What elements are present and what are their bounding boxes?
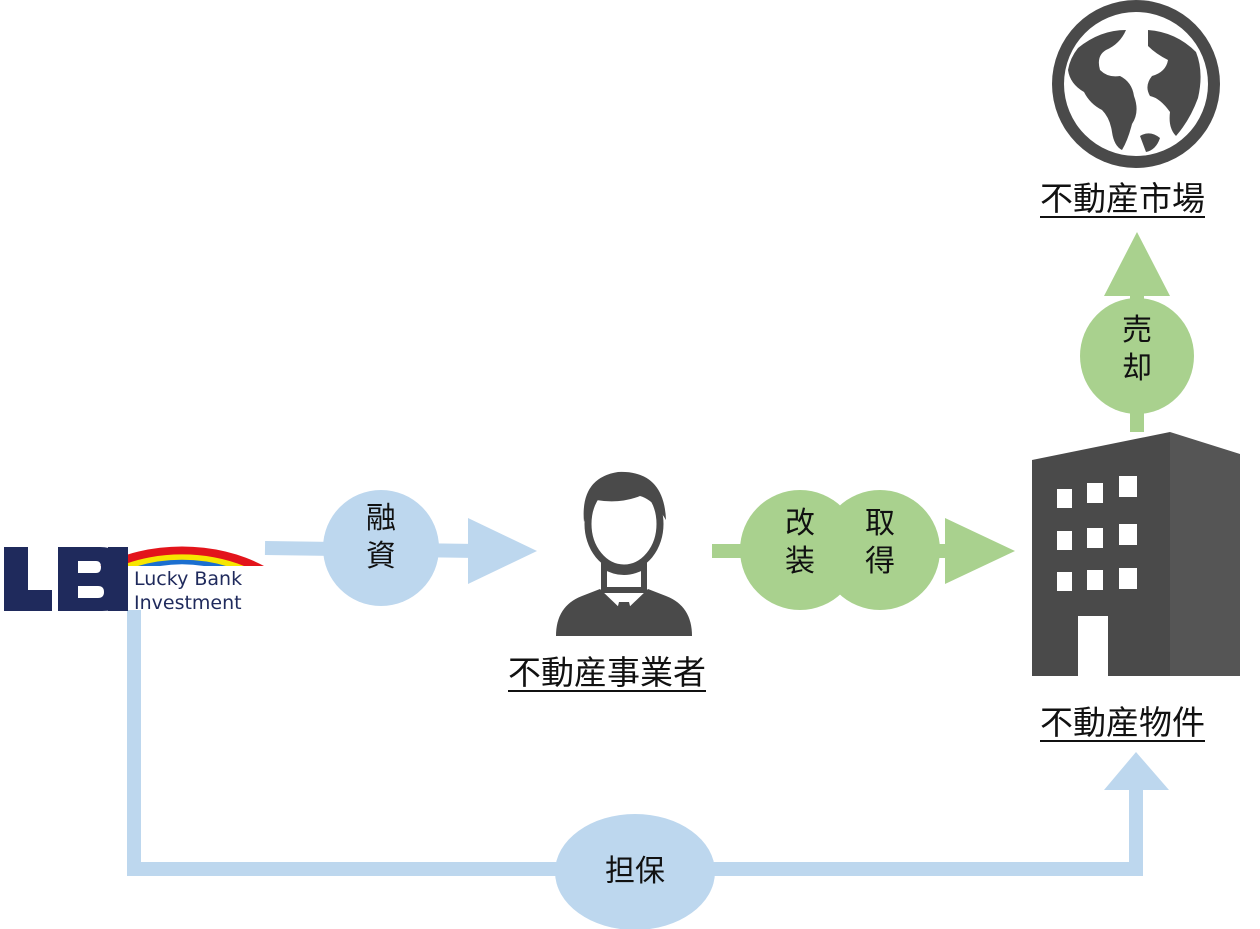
renovate-text: 改装 xyxy=(785,506,815,579)
collateral-arrow xyxy=(127,610,1169,929)
building-icon xyxy=(1032,432,1240,676)
logo-line1: Lucky Bank xyxy=(134,568,243,590)
loan-bubble xyxy=(323,490,439,606)
acquire-text: 取得 xyxy=(865,506,895,579)
sell-text: 売却 xyxy=(1122,313,1152,386)
operator-label: 不動産事業者 xyxy=(508,653,706,692)
globe-icon xyxy=(1052,0,1220,168)
lbi-logo xyxy=(4,546,264,611)
market-label: 不動産市場 xyxy=(1040,179,1205,218)
sell-arrow xyxy=(1080,232,1194,432)
loan-arrow xyxy=(264,490,537,606)
collateral-text: 担保 xyxy=(605,854,665,889)
loan-text: 融資 xyxy=(366,501,396,574)
person-icon xyxy=(556,471,692,636)
acquire-arrow xyxy=(712,490,1015,610)
collateral-bubble xyxy=(555,814,715,929)
property-label: 不動産物件 xyxy=(1040,703,1205,742)
logo-line2: Investment xyxy=(134,592,242,614)
sell-bubble xyxy=(1080,298,1194,414)
acquire-bubble xyxy=(820,490,940,610)
